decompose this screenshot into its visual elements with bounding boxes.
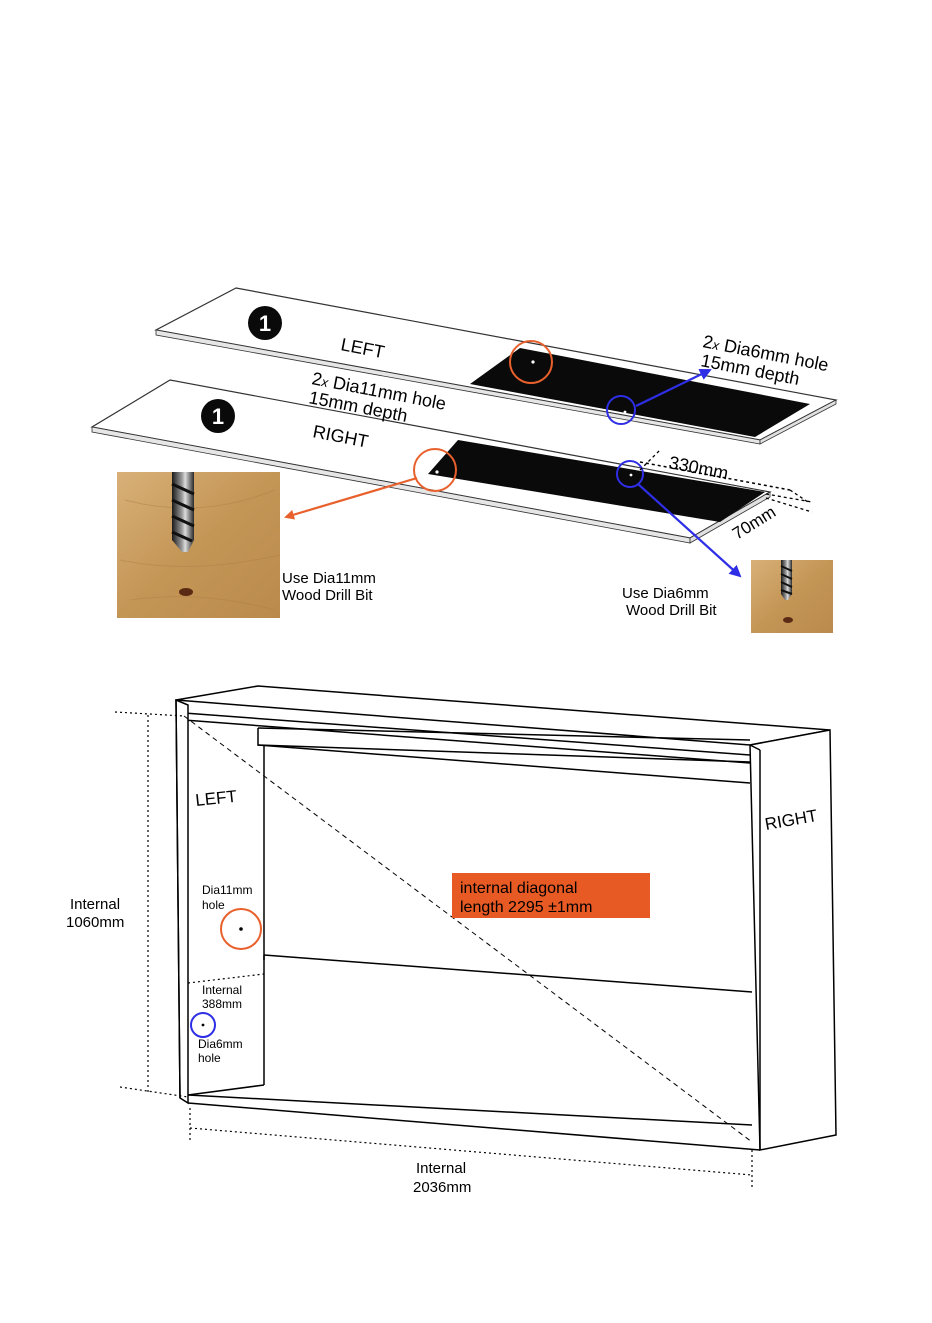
height-label-line1: Internal <box>70 896 120 913</box>
internal-388-line2: 388mm <box>202 997 242 1011</box>
frame-small-hole-label-line2: hole <box>198 1051 221 1065</box>
small-drill-note-line2: Wood Drill Bit <box>626 602 717 619</box>
internal-388-line1: Internal <box>202 983 242 997</box>
step-badge-left-number: 1 <box>259 311 271 336</box>
drill-bit-photo-icon <box>117 472 280 618</box>
big-drill-note-line1: Use Dia11mm <box>282 570 376 587</box>
width-label-line2: 2036mm <box>413 1179 471 1196</box>
drill-bit-small-photo-icon <box>751 560 833 633</box>
width-label-line1: Internal <box>416 1160 466 1177</box>
frame-big-hole-label-line2: hole <box>202 898 225 912</box>
step-badge-right-number: 1 <box>212 404 224 429</box>
diagonal-label-line1: internal diagonal <box>460 880 577 897</box>
frame-left-label: LEFT <box>194 787 237 810</box>
frame-big-hole-label-line1: Dia11mm <box>202 883 252 897</box>
height-label-line2: 1060mm <box>66 914 124 931</box>
big-drill-note-line2: Wood Drill Bit <box>282 587 373 604</box>
diagonal-label-line2: length 2295 ±1mm <box>460 899 592 916</box>
small-drill-note-line1: Use Dia6mm <box>622 585 709 602</box>
frame-small-hole-label-line1: Dia6mm <box>198 1037 243 1051</box>
big-hole-arrow <box>286 478 417 517</box>
